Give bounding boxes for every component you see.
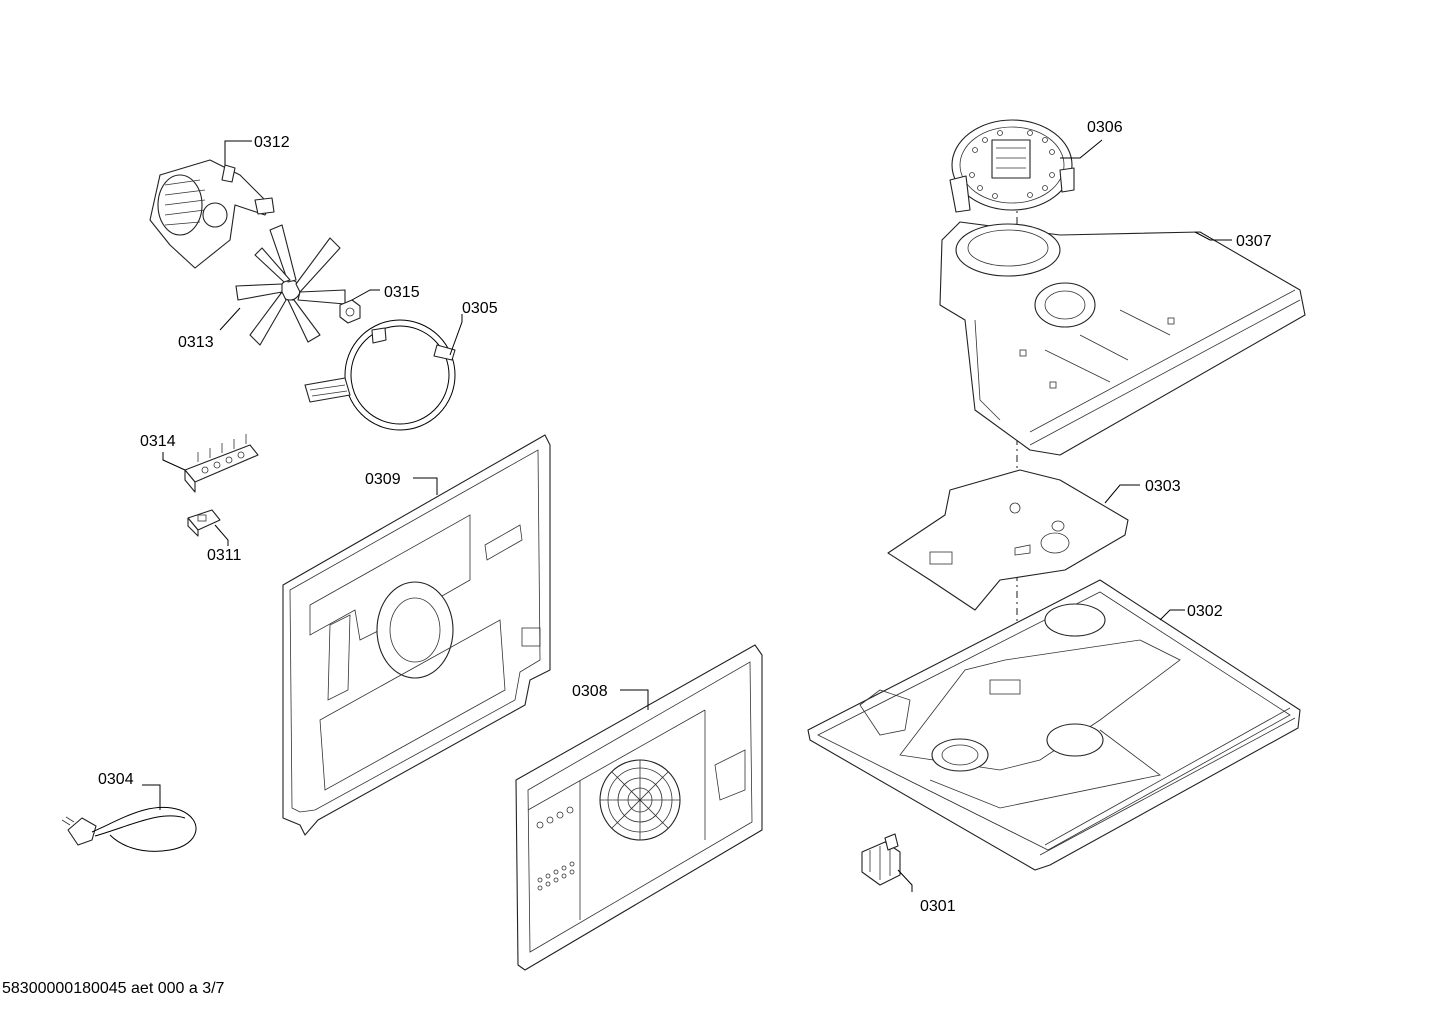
part-0309-rear-panel <box>282 434 551 836</box>
label-0308: 0308 <box>572 683 608 700</box>
label-0305: 0305 <box>462 300 498 317</box>
label-0311: 0311 <box>207 547 242 564</box>
part-0313-fan-wheel <box>235 224 346 346</box>
document-footer-id: 58300000180045 aet 000 a 3/7 <box>2 980 225 997</box>
part-0302-base-plate <box>807 579 1301 871</box>
part-0311-connector <box>187 509 221 537</box>
part-0305-ring-heater <box>304 319 456 431</box>
label-0307: 0307 <box>1236 233 1272 250</box>
part-0308-fan-cover <box>515 644 763 971</box>
label-0301: 0301 <box>920 898 956 915</box>
label-0302: 0302 <box>1187 603 1223 620</box>
part-0306-cooling-fan <box>949 119 1075 213</box>
part-0304-power-cable <box>61 806 197 852</box>
label-0314: 0314 <box>140 433 176 450</box>
label-0303: 0303 <box>1145 478 1181 495</box>
label-0312: 0312 <box>254 134 290 151</box>
part-0301-switch <box>861 833 901 886</box>
part-0307-air-duct <box>939 221 1306 456</box>
part-0312-fan-motor <box>149 159 275 269</box>
part-0315-nut <box>339 299 361 324</box>
label-0315: 0315 <box>384 284 420 301</box>
part-0303-plate <box>887 469 1129 611</box>
label-0313: 0313 <box>178 334 214 351</box>
label-0304: 0304 <box>98 771 134 788</box>
label-0309: 0309 <box>365 471 401 488</box>
part-0314-terminal-block <box>184 434 259 493</box>
label-0306: 0306 <box>1087 119 1123 136</box>
